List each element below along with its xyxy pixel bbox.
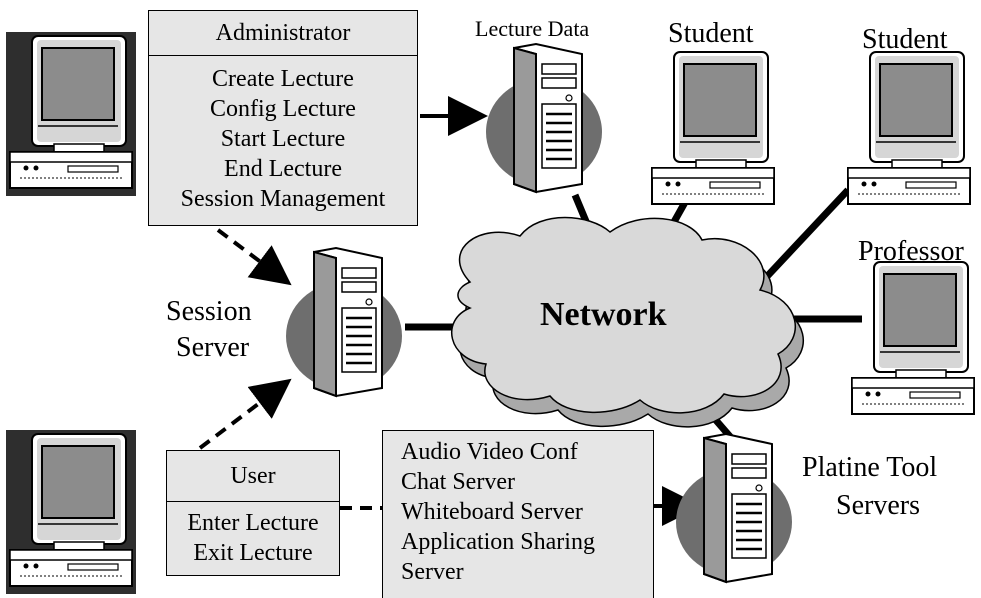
student-1-computer-icon <box>651 51 775 205</box>
tools-item-server: Server <box>401 559 464 585</box>
admin-computer-icon <box>6 32 136 196</box>
user-title: User <box>167 451 339 502</box>
platine-label-line1: Platine Tool <box>802 452 938 483</box>
administrator-item-session-management: Session Management <box>180 186 386 212</box>
lecture-data-label: Lecture Data <box>475 16 590 41</box>
tools-item-whiteboard-server: Whiteboard Server <box>401 499 583 525</box>
tools-panel: Audio Video Conf Chat Server Whiteboard … <box>382 430 654 598</box>
platine-label-line2: Servers <box>836 490 920 521</box>
professor-label: Professor <box>858 236 964 267</box>
administrator-item-start-lecture: Start Lecture <box>220 126 346 152</box>
network-cloud <box>451 216 804 428</box>
tools-item-application-sharing: Application Sharing <box>401 529 595 555</box>
session-server-label-line2: Server <box>176 332 250 363</box>
administrator-item-end-lecture: End Lecture <box>224 156 342 182</box>
network-label: Network <box>540 296 667 333</box>
lecture-data-server-icon <box>484 42 604 194</box>
session-server-icon <box>284 246 404 398</box>
administrator-title: Administrator <box>149 11 417 56</box>
tools-item-chat-server: Chat Server <box>401 469 515 495</box>
arrow-admin-to-session-server <box>216 228 292 286</box>
student-1-label: Student <box>668 18 754 49</box>
professor-computer-icon <box>851 261 975 415</box>
administrator-item-create-lecture: Create Lecture <box>212 66 354 92</box>
tools-item-audio-video-conf: Audio Video Conf <box>401 439 578 465</box>
user-computer-icon <box>6 430 136 594</box>
student-2-label: Student <box>862 24 948 55</box>
user-item-enter-lecture: Enter Lecture <box>187 510 319 536</box>
arrow-user-to-session-server <box>198 378 292 450</box>
link-student-2 <box>755 187 851 289</box>
administrator-item-config-lecture: Config Lecture <box>210 96 356 122</box>
user-item-exit-lecture: Exit Lecture <box>193 540 313 566</box>
administrator-panel: Administrator Create Lecture Config Lect… <box>148 10 418 226</box>
session-server-label-line1: Session <box>166 296 252 327</box>
platine-tool-servers-icon <box>674 432 794 584</box>
student-2-computer-icon <box>847 51 971 205</box>
user-panel: User Enter Lecture Exit Lecture <box>166 450 340 576</box>
